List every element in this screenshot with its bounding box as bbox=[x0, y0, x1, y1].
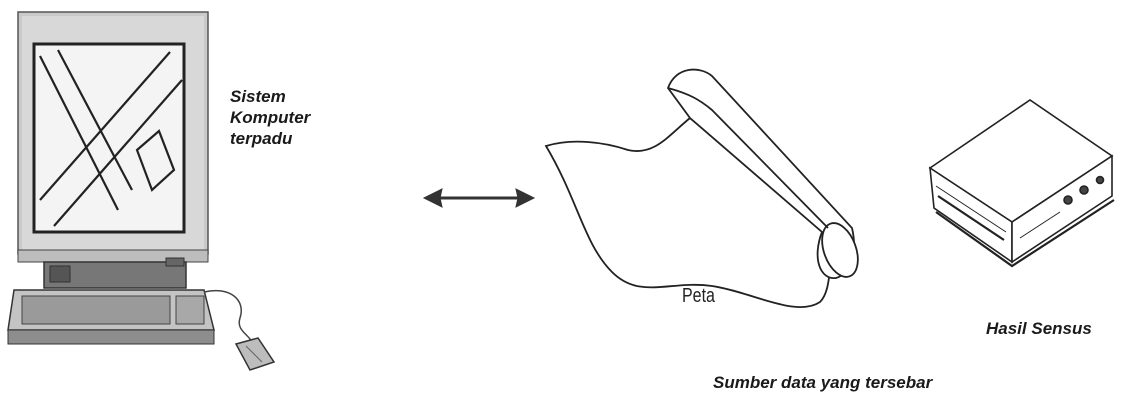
census-label: Hasil Sensus bbox=[986, 318, 1092, 339]
map-scroll-illustration bbox=[546, 70, 865, 308]
computer-label-line-2: Komputer bbox=[230, 107, 310, 128]
census-device-illustration bbox=[930, 100, 1114, 266]
computer-label-line-1: Sistem bbox=[230, 86, 310, 107]
data-sources-caption: Sumber data yang tersebar bbox=[713, 372, 932, 393]
bidirectional-arrow-icon bbox=[424, 189, 534, 207]
computer-label-line-3: terpadu bbox=[230, 128, 310, 149]
computer-illustration bbox=[8, 12, 274, 370]
map-label: Peta bbox=[682, 285, 715, 308]
computer-label: Sistem Komputer terpadu bbox=[230, 86, 310, 149]
